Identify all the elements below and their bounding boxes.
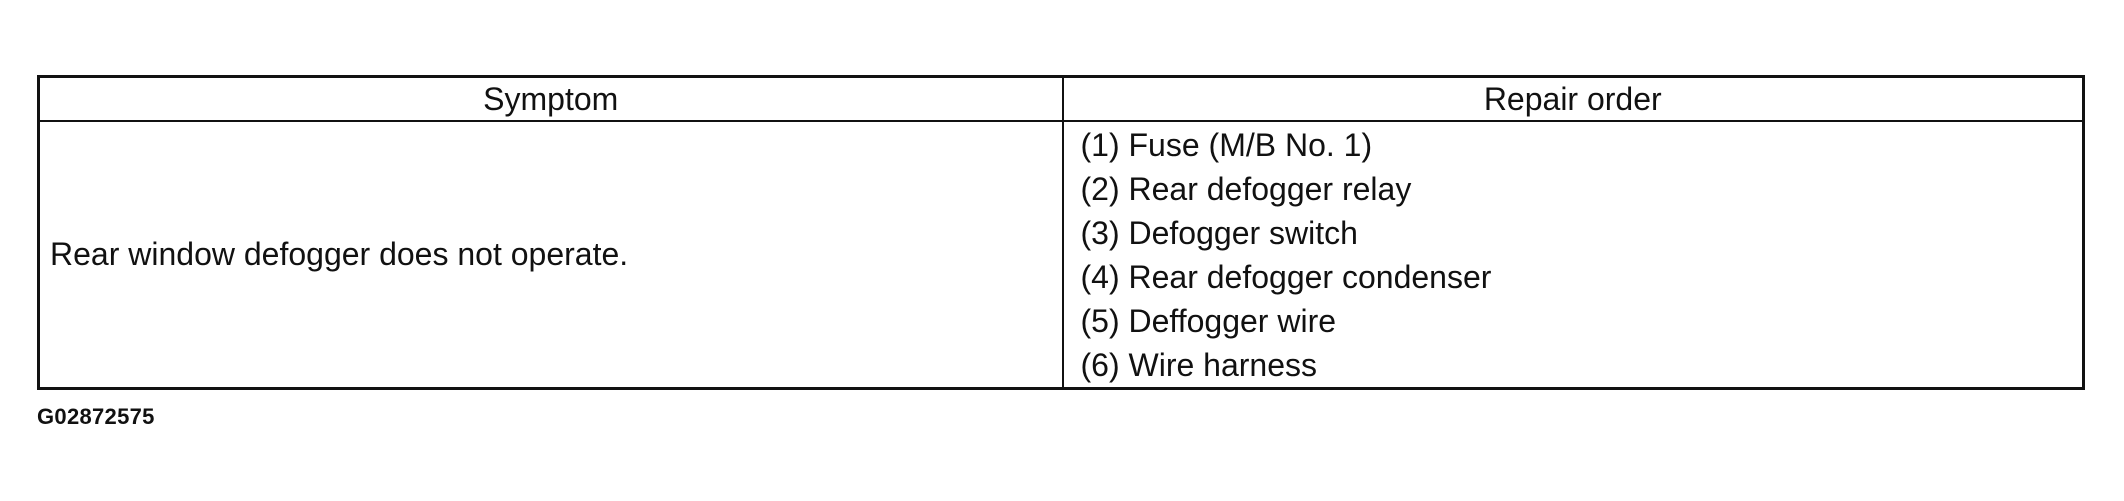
symptom-header: Symptom: [37, 75, 1064, 122]
header-row: Symptom Repair order: [37, 75, 2085, 122]
symptom-cell: Rear window defogger does not operate.: [37, 120, 1064, 390]
repair-step: (3) Defogger switch: [1080, 215, 1358, 251]
repair-order-cell: (1) Fuse (M/B No. 1) (2) Rear defogger r…: [1061, 120, 2085, 390]
table-header: Symptom Repair order: [37, 75, 2085, 122]
diagnosis-table: Symptom Repair order Rear window defogge…: [37, 75, 2085, 390]
repair-step: (4) Rear defogger condenser: [1080, 259, 1492, 295]
table-body: Rear window defogger does not operate. (…: [37, 120, 2085, 390]
table-row: Rear window defogger does not operate. (…: [37, 120, 2085, 390]
repair-step: (2) Rear defogger relay: [1080, 171, 1412, 207]
repair-step: (5) Deffogger wire: [1080, 303, 1337, 339]
figure-id: G02872575: [37, 404, 155, 429]
repair-order-header: Repair order: [1061, 75, 2085, 122]
repair-step: (1) Fuse (M/B No. 1): [1080, 127, 1373, 163]
repair-order-list: (1) Fuse (M/B No. 1) (2) Rear defogger r…: [1081, 123, 2083, 387]
repair-step: (6) Wire harness: [1080, 347, 1318, 383]
